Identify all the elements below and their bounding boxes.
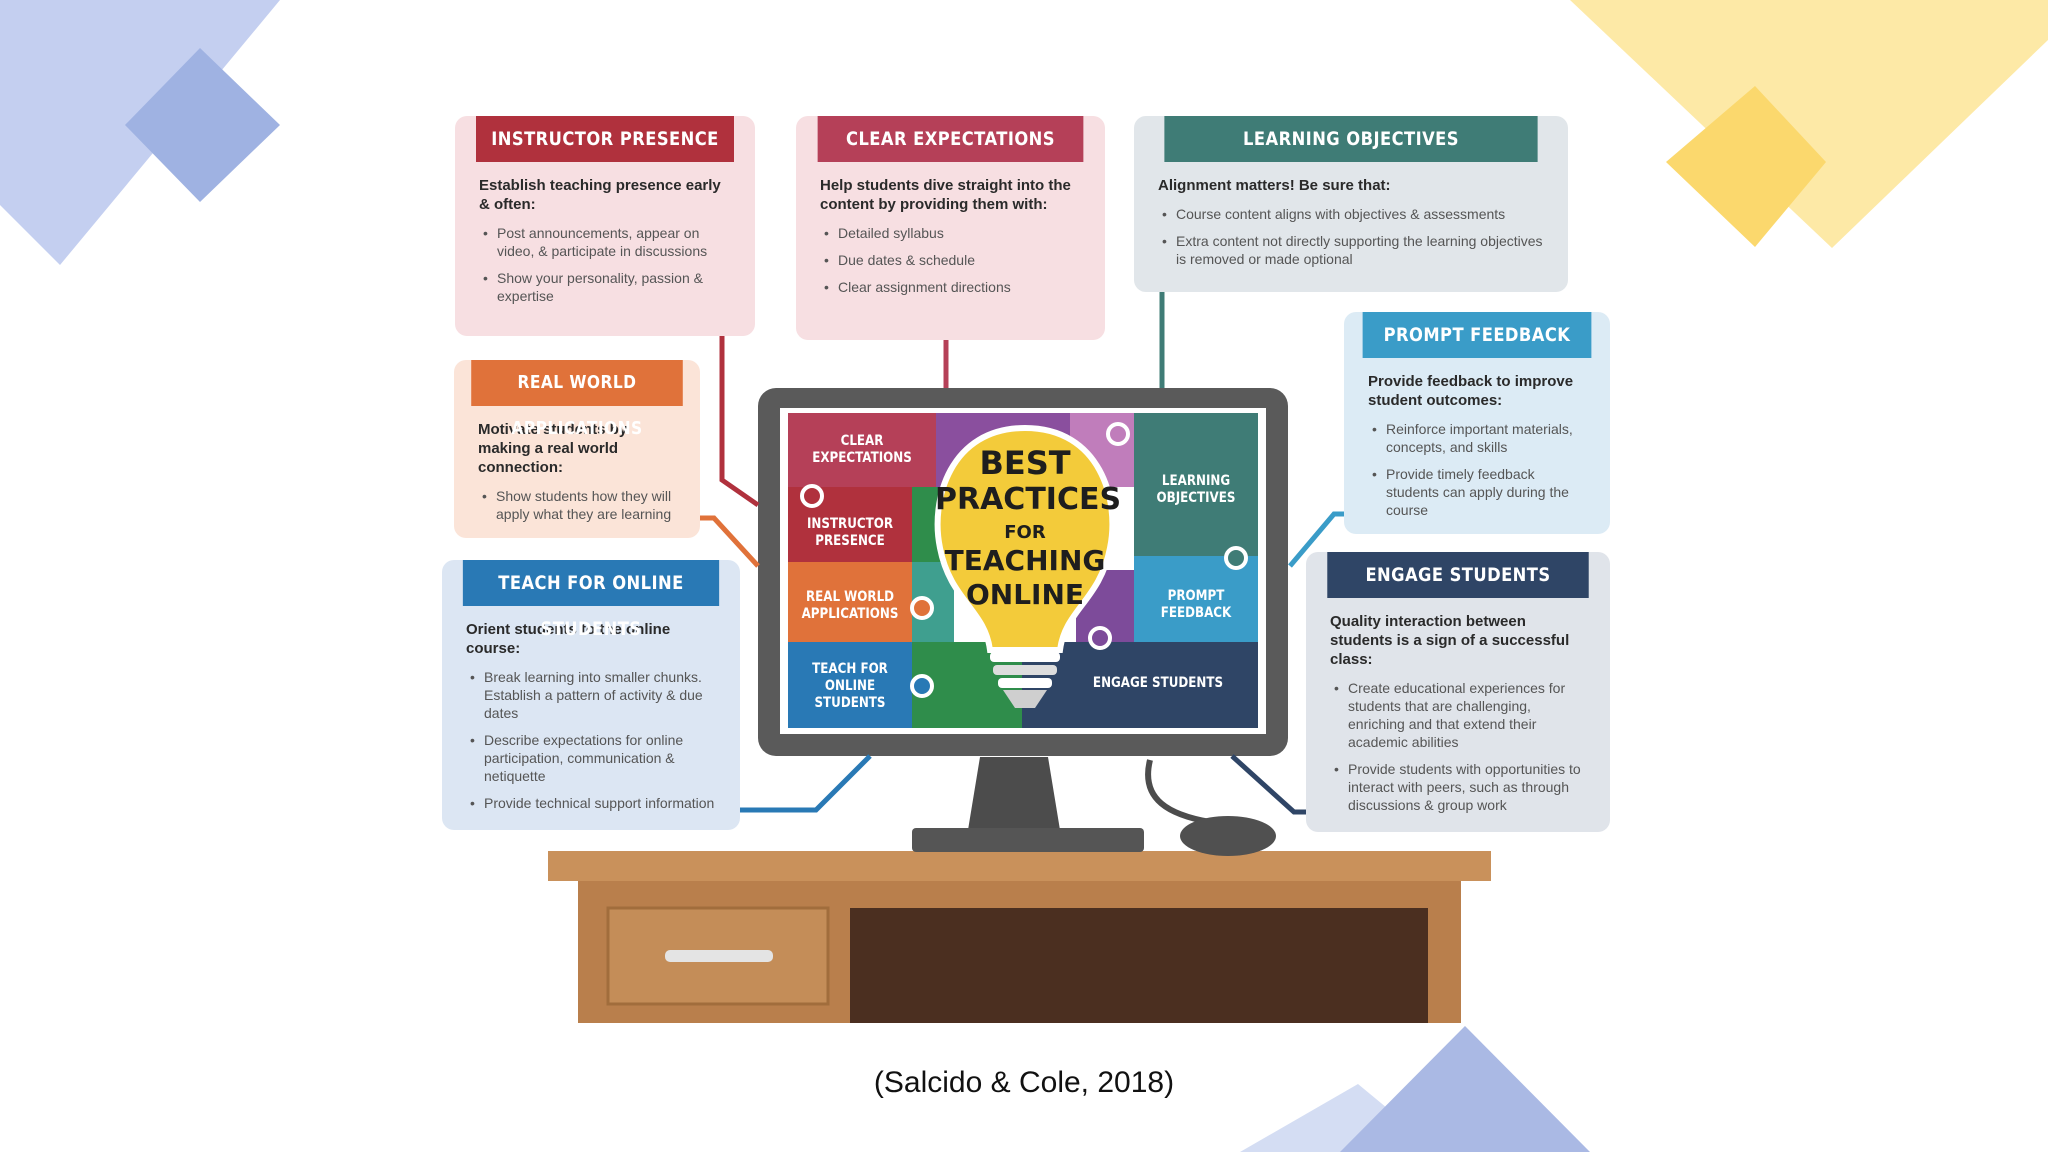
bulb-line-best: BEST (979, 444, 1071, 482)
monitor-label-real-world: REAL WORLD APPLICATIONS (801, 589, 899, 622)
card-title: REAL WORLD APPLICATIONS (471, 360, 683, 439)
deco-blue-diamond-bottom (1340, 1026, 1590, 1152)
card-intro: Motivate students by making a real world… (478, 421, 627, 476)
card-intro: Provide feedback to improve student outc… (1368, 373, 1574, 409)
monitor-label-engage-students: ENGAGE STUDENTS (1092, 674, 1224, 691)
citation-caption: (Salcido & Cole, 2018) (873, 1066, 1175, 1099)
list-item: Clear assignment directions (824, 278, 1083, 296)
card-title: PROMPT FEEDBACK (1362, 312, 1592, 358)
connector-instructor-presence (719, 310, 760, 508)
bulb-line-online: ONLINE (965, 578, 1085, 611)
list-item: Due dates & schedule (824, 251, 1083, 269)
knob (1106, 422, 1130, 446)
list-item: Course content aligns with objectives & … (1162, 205, 1546, 223)
monitor-label-prompt-feedback: PROMPT FEEDBACK (1160, 588, 1232, 621)
card-title: ENGAGE STUDENTS (1327, 552, 1589, 598)
card-title: LEARNING OBJECTIVES (1164, 116, 1538, 162)
deco-yellow-diamond-small (1666, 86, 1826, 247)
drawer-handle (665, 950, 773, 962)
bulb-line-teaching: TEACHING (944, 544, 1106, 577)
monitor-label-learning-objectives: LEARNING OBJECTIVES (1156, 473, 1236, 506)
card-learning-objectives: LEARNING OBJECTIVES Alignment matters! B… (1134, 116, 1568, 292)
bulb-line-practices: PRACTICES (935, 482, 1122, 517)
monitor-label-teach-online: TEACH FOR ONLINE STUDENTS (812, 660, 888, 711)
tile-learning-objectives (1134, 413, 1258, 556)
desk-top (548, 851, 1491, 881)
list-item: Post announcements, appear on video, & p… (483, 224, 733, 260)
bulb-tip (1003, 690, 1047, 708)
card-teach-for-online-students: TEACH FOR ONLINE STUDENTS Orient student… (442, 560, 740, 830)
list-item: Provide students with opportunities to i… (1334, 760, 1588, 814)
tile-prompt-feedback (1134, 556, 1258, 642)
list-item: Describe expectations for online partici… (470, 731, 718, 785)
bulb (934, 424, 1116, 653)
monitor-base (912, 828, 1144, 852)
tile-teach-online (788, 642, 912, 728)
card-intro: Orient students to the online course: (466, 621, 671, 657)
list-item: Show your personality, passion & experti… (483, 269, 733, 305)
list-item: Show students how they will apply what t… (482, 487, 678, 523)
tile-engage-students (1022, 642, 1258, 728)
tile-real-world (788, 562, 912, 642)
card-list: Course content aligns with objectives & … (1158, 205, 1546, 268)
card-list: Create educational experiences for stude… (1330, 679, 1588, 814)
list-item: Provide technical support information (470, 794, 718, 812)
knob (1088, 626, 1112, 650)
bulb-base-1 (990, 652, 1060, 662)
card-list: Show students how they will apply what t… (478, 487, 678, 523)
monitor-label-instructor-presence: INSTRUCTOR PRESENCE (806, 516, 894, 549)
list-item: Create educational experiences for stude… (1334, 679, 1588, 751)
card-real-world-applications: REAL WORLD APPLICATIONS Motivate student… (454, 360, 700, 538)
tile-clear-expectations (788, 413, 936, 487)
knob (1224, 546, 1248, 570)
card-title: TEACH FOR ONLINE STUDENTS (462, 560, 720, 640)
mouse (1180, 816, 1276, 856)
mouse-cable (1145, 759, 1211, 825)
bulb-title: BEST PRACTICES FOR TEACHING ONLINE (935, 440, 1122, 620)
knob (910, 674, 934, 698)
card-intro: Help students dive straight into the con… (820, 177, 1071, 213)
desk-opening (850, 908, 1428, 1023)
monitor-label-clear-expectations: CLEAR EXPECTATIONS (812, 433, 912, 466)
card-list: Detailed syllabus Due dates & schedule C… (820, 224, 1083, 296)
list-item: Provide timely feedback students can app… (1372, 465, 1588, 519)
list-item: Break learning into smaller chunks. Esta… (470, 668, 718, 722)
deco-yellow-diamond-large (1570, 0, 2048, 248)
card-title: CLEAR EXPECTATIONS (817, 116, 1084, 162)
deco-blue-diamond-small (125, 48, 280, 202)
card-list: Post announcements, appear on video, & p… (479, 224, 733, 305)
card-instructor-presence: INSTRUCTOR PRESENCE Establish teaching p… (455, 116, 755, 336)
card-intro: Establish teaching presence early & ofte… (479, 177, 721, 213)
list-item: Detailed syllabus (824, 224, 1083, 242)
monitor-stand (968, 757, 1060, 830)
bulb-line-for: FOR (1004, 522, 1046, 543)
card-intro: Alignment matters! Be sure that: (1158, 177, 1391, 194)
card-list: Reinforce important materials, concepts,… (1368, 420, 1588, 519)
list-item: Extra content not directly supporting th… (1162, 232, 1546, 268)
card-intro: Quality interaction between students is … (1330, 613, 1570, 668)
card-title: INSTRUCTOR PRESENCE (476, 116, 734, 162)
card-engage-students: ENGAGE STUDENTS Quality interaction betw… (1306, 552, 1610, 832)
list-item: Reinforce important materials, concepts,… (1372, 420, 1588, 456)
connector-teach-online (712, 754, 872, 813)
card-prompt-feedback: PROMPT FEEDBACK Provide feedback to impr… (1344, 312, 1610, 534)
bulb-base-3 (998, 678, 1052, 688)
card-clear-expectations: CLEAR EXPECTATIONS Help students dive st… (796, 116, 1105, 340)
bulb-base-2 (993, 665, 1057, 675)
knob (910, 596, 934, 620)
card-list: Break learning into smaller chunks. Esta… (466, 668, 718, 812)
knob (800, 484, 824, 508)
